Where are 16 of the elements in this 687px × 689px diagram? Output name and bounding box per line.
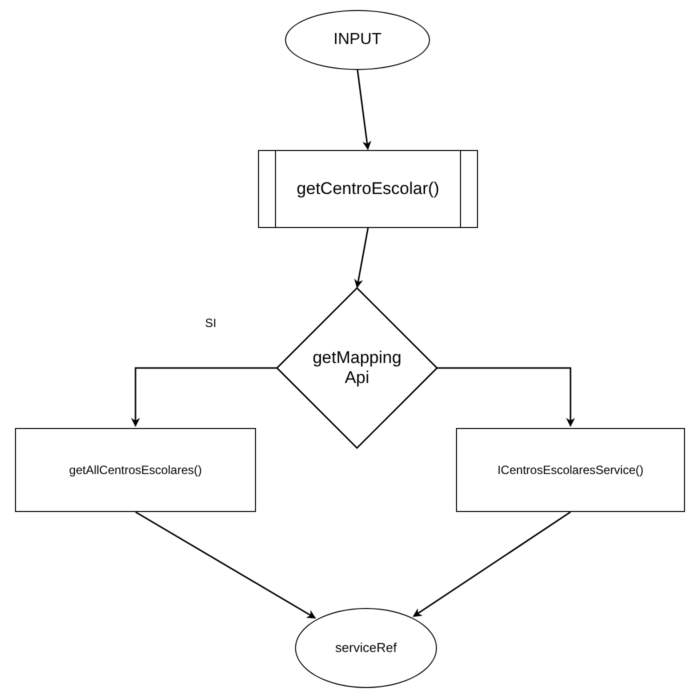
- arrow: [412, 511, 571, 618]
- node-label: getCentroEscolar(): [296, 178, 440, 200]
- subprocess-box: [258, 150, 478, 228]
- node-label: getAllCentrosEscolares(): [69, 462, 202, 478]
- arrow: [135, 511, 316, 619]
- arrow: [354, 228, 369, 288]
- node-label: ICentrosEscolaresService(): [497, 462, 644, 478]
- node-label: INPUT: [334, 30, 382, 50]
- arrow: [131, 367, 277, 427]
- arrow: [356, 70, 372, 150]
- arrow: [437, 367, 575, 427]
- edge-label: SI: [203, 316, 218, 330]
- process-box: [15, 428, 256, 512]
- node-label: getMapping Api: [312, 348, 402, 388]
- process-box: [456, 428, 685, 512]
- node-label: serviceRef: [335, 640, 397, 656]
